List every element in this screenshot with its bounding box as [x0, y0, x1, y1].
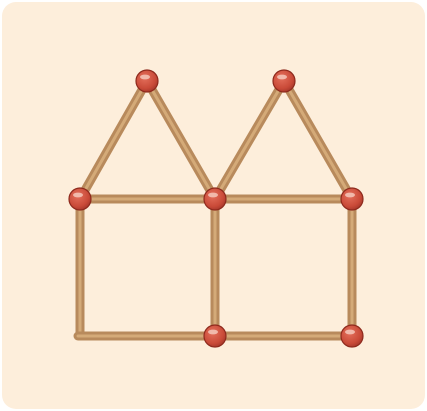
match-head-shine: [208, 193, 218, 198]
match-head-shine: [277, 75, 287, 80]
match-head-bottom-middle[interactable]: [204, 325, 226, 347]
match-head-ball: [69, 188, 91, 210]
match-head-ball: [136, 70, 158, 92]
matchstick-roof-right-outer-highlight: [284, 81, 352, 199]
match-head-ball: [341, 325, 363, 347]
match-head-ball: [204, 325, 226, 347]
match-head-shine: [73, 193, 83, 198]
match-head-bottom-right[interactable]: [341, 325, 363, 347]
match-head-ball: [341, 188, 363, 210]
match-head-center-joint[interactable]: [204, 188, 226, 210]
match-head-right-corner[interactable]: [341, 188, 363, 210]
matchstick-roof-left-outer-highlight: [80, 81, 147, 199]
match-head-shine: [345, 330, 355, 335]
match-head-left-corner[interactable]: [69, 188, 91, 210]
match-head-shine: [140, 75, 150, 80]
match-head-roof-right-peak[interactable]: [273, 70, 295, 92]
matchstick-roof-right-inner-highlight: [215, 81, 284, 199]
match-head-roof-left-peak[interactable]: [136, 70, 158, 92]
match-head-shine: [345, 193, 355, 198]
matchstick-roof-left-inner-highlight: [147, 81, 215, 199]
match-head-ball: [204, 188, 226, 210]
match-head-shine: [208, 330, 218, 335]
match-head-ball: [273, 70, 295, 92]
